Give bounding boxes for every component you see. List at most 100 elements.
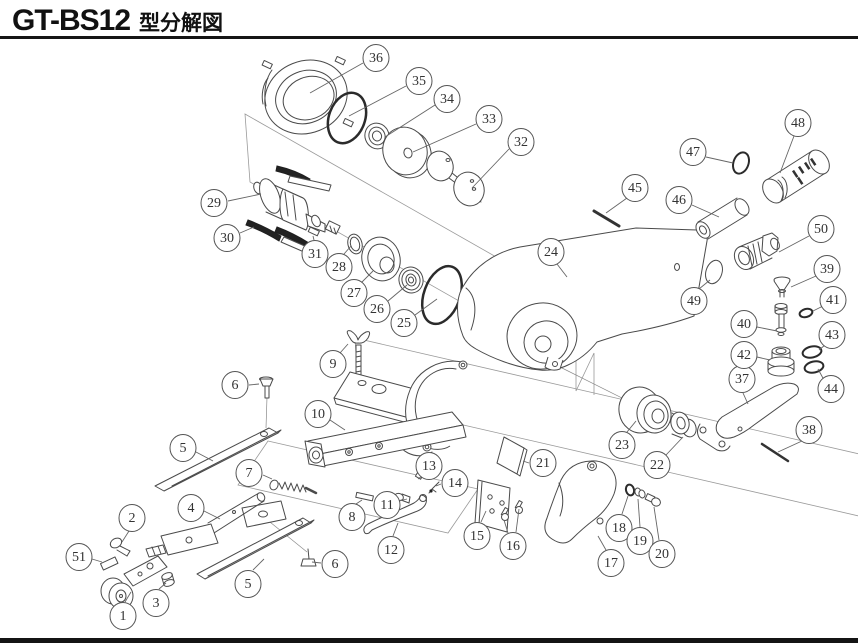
part-spring-screw-7 (269, 479, 318, 495)
callout-number: 39 (820, 262, 834, 277)
callout-circle (605, 514, 633, 542)
leader-line (414, 298, 438, 316)
callout-number: 44 (824, 382, 838, 397)
callout-circle (325, 253, 353, 281)
callout-circle (621, 174, 649, 202)
callout-number: 42 (737, 348, 751, 363)
callout-43: 43 (818, 321, 846, 351)
callout-number: 33 (482, 112, 496, 127)
callout-circle (679, 138, 707, 166)
callout-6: 6 (221, 371, 260, 399)
callout-circle (405, 67, 433, 95)
leader-line (348, 85, 407, 117)
callout-35: 35 (348, 67, 433, 117)
callout-circle (499, 532, 527, 560)
callout-18: 18 (605, 495, 633, 542)
callout-circle (730, 341, 758, 369)
leader-line (387, 284, 408, 302)
leader-line (124, 591, 132, 603)
leader-line (471, 148, 510, 189)
callout-circle (304, 400, 332, 428)
callout-26: 26 (363, 284, 408, 323)
callout-circle (537, 238, 565, 266)
callout-circle (807, 215, 835, 243)
part-muffler-46 (695, 197, 750, 240)
callout-circle (819, 286, 847, 314)
callout-number: 51 (72, 550, 86, 565)
leader-line (626, 420, 637, 433)
callout-3: 3 (142, 582, 170, 617)
part-key-31 (307, 226, 320, 237)
callout-number: 36 (369, 51, 383, 66)
bottom-bar (0, 638, 858, 643)
leader-line (158, 582, 167, 590)
callout-number: 18 (612, 521, 626, 536)
part-inlet-bushing-50 (733, 232, 780, 271)
leader-line (339, 343, 349, 354)
callout-circle (65, 543, 93, 571)
callout-number: 47 (686, 145, 700, 160)
callout-number: 22 (650, 458, 664, 473)
callout-40: 40 (730, 310, 778, 338)
part-o-ring-43 (801, 345, 823, 359)
leader-line (777, 440, 803, 453)
callout-number: 1 (120, 609, 127, 624)
callout-number: 43 (825, 328, 839, 343)
callout-7: 7 (235, 459, 273, 487)
part-spacer-ring-28 (347, 233, 363, 255)
leader-line (121, 530, 130, 543)
leader-line (355, 499, 363, 505)
leader-line (756, 326, 778, 332)
callout-36: 36 (309, 44, 390, 94)
leader-line (361, 270, 374, 283)
part-pad-plate-21 (496, 436, 528, 477)
callout-number: 50 (814, 222, 828, 237)
part-bushing-22 (670, 411, 697, 439)
title-underline (0, 36, 858, 39)
callout-circle (390, 309, 418, 337)
callout-number: 46 (672, 193, 686, 208)
callout-34: 34 (384, 85, 461, 138)
leader-line (262, 474, 273, 480)
callout-number: 16 (506, 539, 520, 554)
leader-line (203, 510, 221, 520)
leader-line (343, 245, 352, 255)
leader-line (790, 275, 817, 288)
callout-number: 5 (180, 441, 187, 456)
callout-circle (169, 434, 197, 462)
leader-line (435, 483, 442, 487)
callout-17: 17 (597, 535, 625, 577)
leader-line (384, 104, 436, 138)
callout-39: 39 (790, 255, 841, 288)
callout-circle (321, 550, 349, 578)
part-throttle-lever-37 (697, 382, 799, 452)
leader-line (597, 535, 607, 551)
callout-15: 15 (463, 510, 491, 550)
part-snap-ring-18 (624, 483, 636, 497)
part-screw-20 (644, 493, 661, 507)
part-end-plate-33 (382, 126, 432, 179)
callout-number: 20 (655, 547, 669, 562)
leader-line (503, 519, 509, 534)
leader-line (412, 123, 477, 153)
part-front-plate-27 (361, 236, 401, 282)
leader-line (312, 235, 315, 241)
callout-number: 17 (604, 556, 618, 571)
callout-number: 26 (370, 302, 384, 317)
callout-37: 37 (728, 365, 756, 405)
callout-number: 9 (330, 357, 337, 372)
callout-number: 3 (153, 596, 160, 611)
leader-line (665, 436, 684, 456)
callout-circle (338, 503, 366, 531)
callout-circle (475, 105, 503, 133)
callout-12: 12 (377, 522, 405, 564)
callout-number: 34 (440, 92, 454, 107)
callout-circle (377, 536, 405, 564)
callout-48: 48 (779, 109, 812, 174)
part-housing-body-24 (457, 227, 708, 371)
part-o-ring-47 (732, 151, 750, 175)
callout-number: 23 (615, 438, 629, 453)
leader-line (91, 558, 103, 563)
callout-14: 14 (435, 469, 469, 497)
